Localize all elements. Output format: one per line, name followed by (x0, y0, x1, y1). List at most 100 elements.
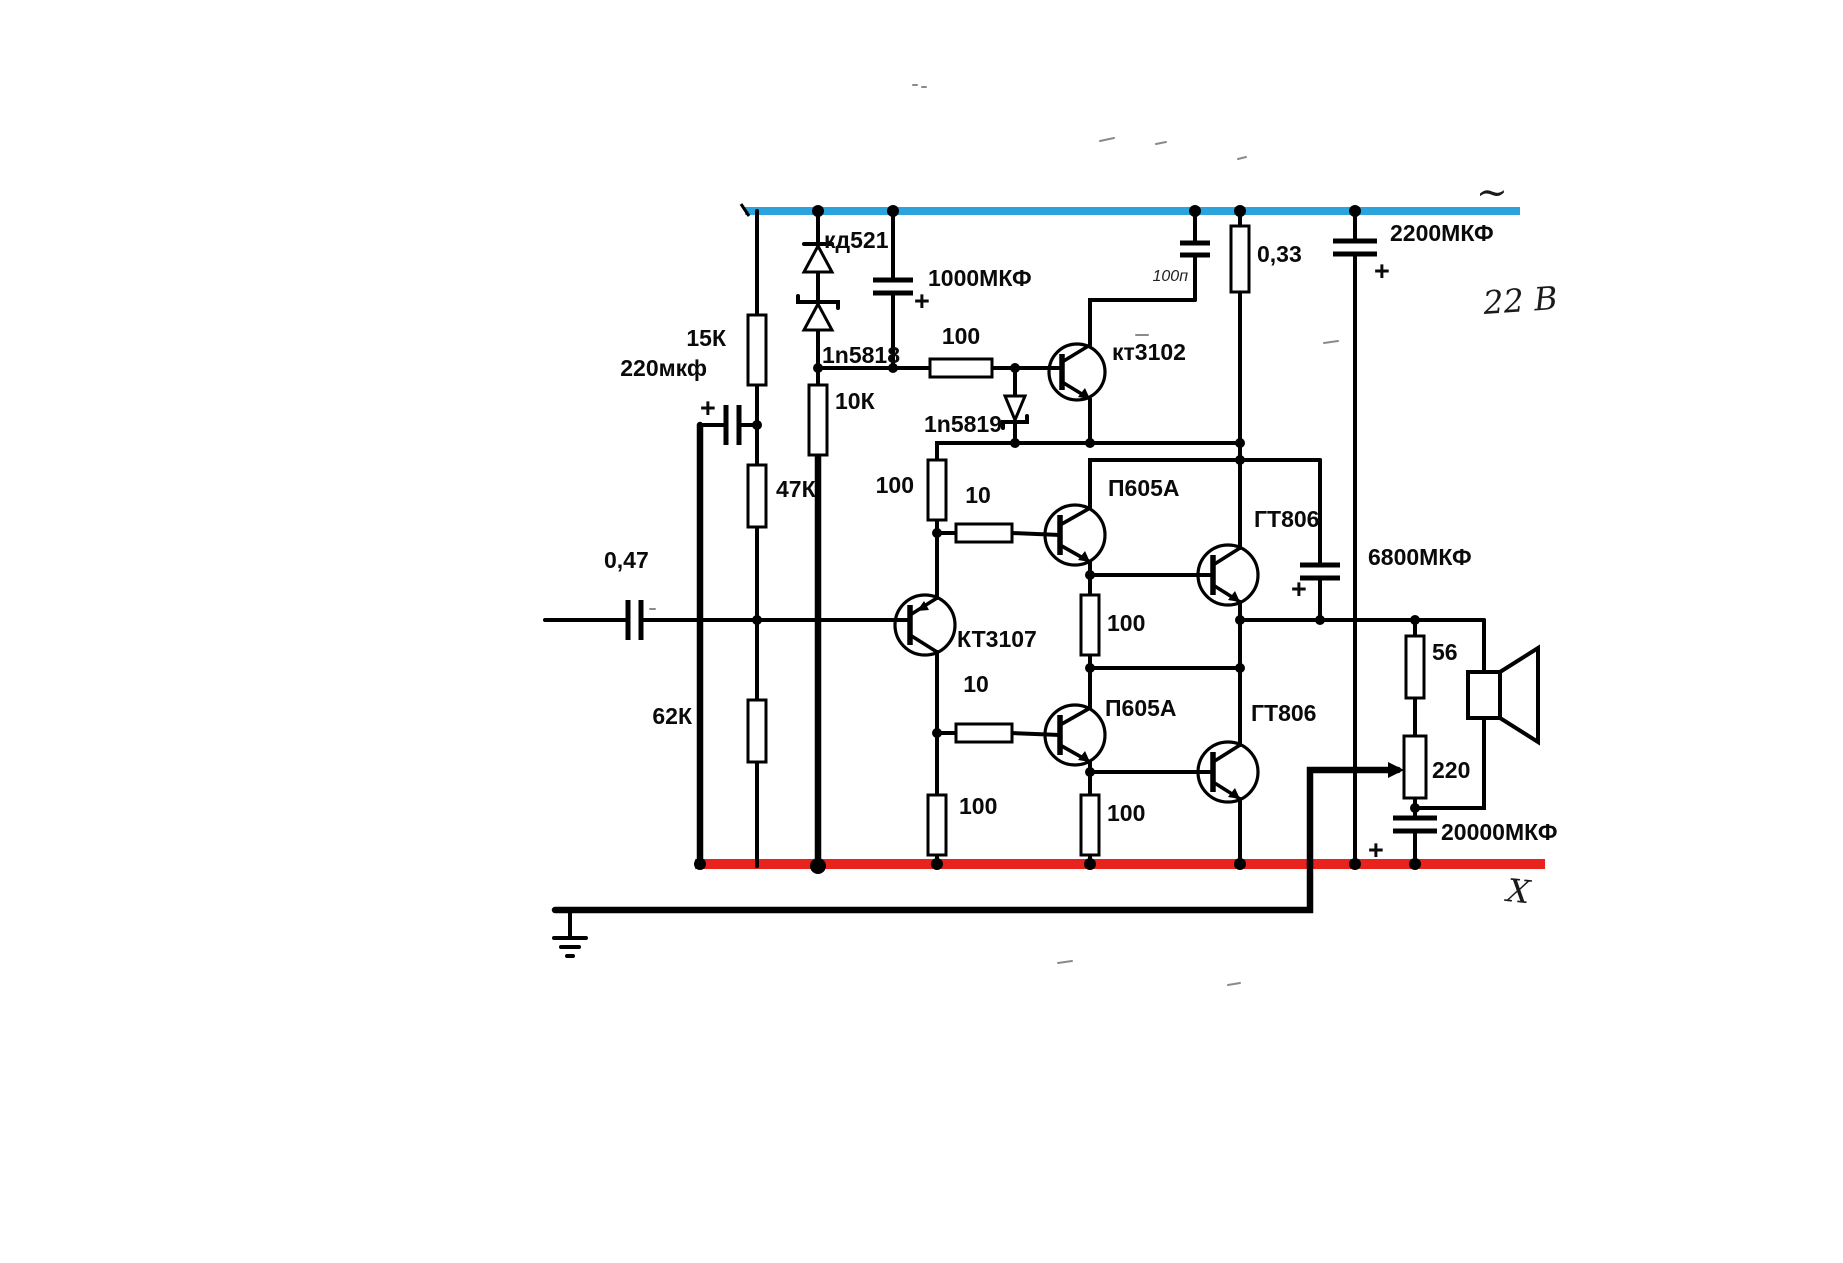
polarity-plus-20000uf: + (1368, 835, 1384, 865)
junction (1315, 615, 1325, 625)
rails (695, 207, 1545, 869)
label-potentiometer-220: 220 (1432, 757, 1470, 783)
label-capacitor-input-0_47: 0,47 (604, 547, 649, 573)
wires (543, 209, 1486, 958)
diode-1n5819-triangle (1002, 394, 1028, 424)
junction (1085, 438, 1095, 448)
junction (1235, 455, 1245, 465)
label-transistor-gt806-bottom: ГТ806 (1251, 700, 1316, 726)
label-resistor-100-emitter-right: 100 (1107, 800, 1145, 826)
transistor-gt806-bottom (1196, 740, 1260, 804)
label-resistor-10-bottom: 10 (963, 671, 989, 697)
junction (1235, 438, 1245, 448)
junction-dots (694, 205, 1421, 874)
capacitor-220uf (723, 405, 742, 445)
junction (1235, 615, 1245, 625)
label-resistor-0_33: 0,33 (1257, 241, 1302, 267)
junction (752, 615, 762, 625)
wire-kt3102-collector-emitter (1088, 298, 1197, 445)
label-transistor-p605a-top: П605А (1108, 475, 1180, 501)
junction (1349, 858, 1361, 870)
label-transistor-kt3102: кт3102 (1112, 339, 1186, 365)
resistors (746, 224, 1428, 857)
diode-kd521 (801, 242, 835, 274)
polarity-plus-2200uf: + (1374, 256, 1390, 286)
transistor-p605a-bottom-body (1043, 703, 1107, 767)
resistor-100-mid (1079, 593, 1101, 657)
resistor-100-driver (926, 458, 948, 522)
junction (932, 528, 942, 538)
polarity-plus-220uf: + (700, 393, 716, 423)
diode-1n5819 (1001, 394, 1029, 430)
junction (1235, 663, 1245, 673)
label-capacitor-220uf: 220мкф (620, 355, 707, 381)
capacitor-2200uf (1333, 238, 1377, 257)
speaker-body (1466, 670, 1502, 720)
capacitor-20000uf (1393, 815, 1437, 834)
junction (1085, 570, 1095, 580)
handwritten-supply-voltage: 22 В (1481, 279, 1559, 322)
transistor-gt806-top-body (1196, 543, 1260, 607)
handwritten-ac-tilde: ~ (1476, 170, 1508, 214)
diode-1n5818 (796, 294, 840, 332)
junction (812, 205, 824, 217)
junction (1010, 363, 1020, 373)
resistor-100-emitter-left (926, 793, 948, 857)
junction (1085, 767, 1095, 777)
transistor-gt806-bottom-emitter-arrow (1228, 788, 1240, 799)
resistor-100-emitter-right (1079, 793, 1101, 857)
label-diode-1n5818: 1n5818 (822, 342, 900, 368)
capacitor-1000uf (873, 277, 913, 296)
polarity-plus-6800uf: + (1291, 574, 1307, 604)
label-resistor-100-driver: 100 (876, 472, 914, 498)
transistor-kt3107 (893, 593, 957, 657)
junction (888, 363, 898, 373)
transistor-kt3102 (1047, 342, 1107, 402)
stray-mark (649, 84, 1339, 986)
transistor-p605a-top-emitter-arrow (1078, 551, 1090, 562)
label-diode-kd521: кд521 (824, 227, 889, 253)
junction (1410, 615, 1420, 625)
label-resistor-100-mid: 100 (1107, 610, 1145, 636)
diode-1n5818-triangle (801, 300, 835, 332)
label-resistor-100-emitter-left: 100 (959, 793, 997, 819)
potentiometer-220 (1402, 734, 1428, 800)
resistor-10k (807, 383, 829, 457)
transistor-p605a-top (1043, 503, 1107, 567)
speaker (1466, 644, 1540, 746)
label-resistor-100-bias: 100 (942, 323, 980, 349)
capacitor-100p (1180, 240, 1210, 258)
resistor-47k (746, 463, 768, 529)
diode-kd521-triangle (801, 242, 835, 274)
junction (813, 363, 823, 373)
junction (1409, 858, 1421, 870)
label-capacitor-20000uf: 20000МКФ (1441, 819, 1557, 845)
junction (1234, 205, 1246, 217)
transistor-gt806-top (1196, 543, 1260, 607)
capacitor-input-0_47 (625, 600, 644, 640)
transistor-p605a-bottom-emitter-arrow (1078, 751, 1090, 762)
resistor-100-bias (928, 357, 994, 379)
transistor-kt3102-emitter-arrow (1078, 388, 1090, 399)
junction (1410, 803, 1420, 813)
capacitors (625, 238, 1437, 834)
label-resistor-10-top: 10 (965, 482, 991, 508)
label-resistor-47k: 47К (776, 476, 817, 502)
diode-1n5819-schottky-bar (1001, 414, 1029, 430)
handwritten-x-mark: X (1502, 871, 1533, 912)
label-resistor-15k: 15К (686, 325, 727, 351)
label-transistor-gt806-top: ГТ806 (1254, 506, 1319, 532)
label-capacitor-100p: 100п (1153, 268, 1189, 285)
wire-bias-node-row (935, 441, 1242, 462)
wire-driver-column (935, 518, 1062, 868)
junction (1234, 858, 1246, 870)
speaker-cone (1498, 644, 1540, 746)
labels: кд521 1000МКФ 100 1n5818 15К 220мкф 10К … (604, 170, 1559, 911)
scan-artifacts (649, 84, 1339, 986)
junction (931, 858, 943, 870)
ground-symbol (552, 908, 588, 958)
transistor-kt3102-body (1047, 342, 1107, 402)
polarity-plus-1000uf: + (914, 286, 930, 316)
